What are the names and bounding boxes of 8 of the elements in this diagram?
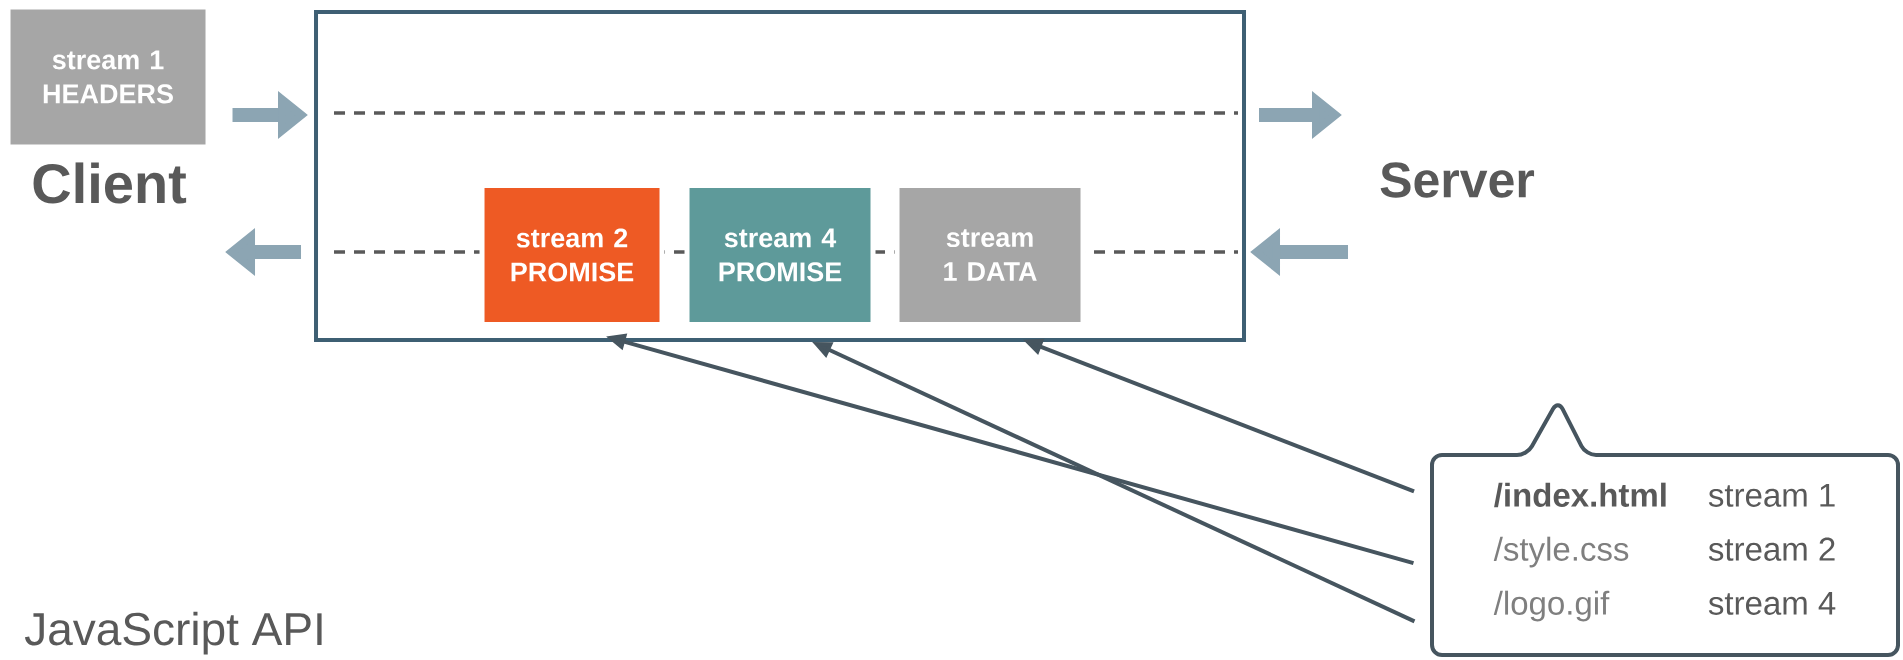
callout-box: /index.html stream 1 /style.css stream 2 /logo.gif stream 4 — [1430, 403, 1900, 657]
stream-box: stream 1 DATA — [894, 183, 1086, 327]
stream-box: stream 2 PROMISE — [479, 183, 665, 327]
stream-box: stream 4 PROMISE — [684, 183, 876, 327]
side-label: Server — [1380, 162, 1535, 198]
stream-box: stream 1 HEADERS — [5, 4, 211, 150]
frame-box — [314, 10, 1246, 342]
caption-text: JavaScript API — [24, 611, 322, 655]
